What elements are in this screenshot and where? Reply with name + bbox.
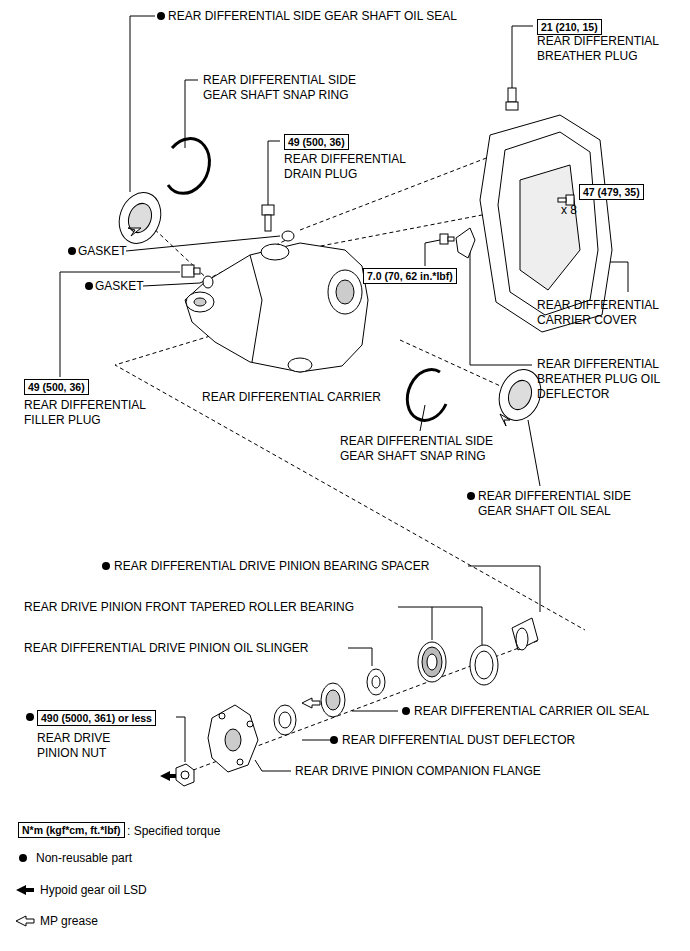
leader-line (512, 26, 533, 88)
snap-ring (168, 139, 209, 194)
leader-line (255, 760, 291, 771)
leader-line (176, 717, 185, 762)
torque-box: 7.0 (70, 62 in.*lbf) (363, 268, 457, 284)
bearing-cup (470, 645, 498, 685)
grease-arrow-sample (16, 916, 34, 926)
oil-seal (112, 187, 167, 250)
part-label: REAR DIFFERENTIAL DRIVE PINION BEARING S… (114, 559, 429, 574)
leader-line (425, 240, 440, 266)
companion-flange (208, 705, 258, 772)
leader-line (420, 405, 425, 431)
leader-line (468, 566, 540, 612)
part-label: REAR DIFFERENTIAL CARRIER OIL SEAL (414, 704, 649, 719)
leader-line (130, 16, 155, 192)
torque-value: 49 (500, 36) (288, 135, 345, 149)
torque-box: 49 (500, 36) (24, 379, 89, 395)
part-label: REAR DIFFERENTIAL DUST DEFLECTOR (342, 733, 575, 748)
bearing-spacer (512, 618, 538, 650)
part-label: REAR DRIVE PINION FRONT TAPERED ROLLER B… (24, 600, 354, 615)
torque-box: 21 (210, 15) (537, 19, 602, 35)
part-label: GASKET (78, 244, 127, 259)
part-label: REAR DIFFERENTIAL FILLER PLUG (24, 398, 172, 428)
differential-carrier (185, 243, 368, 372)
deflector-bolt (440, 234, 454, 244)
leader-line (143, 283, 200, 286)
pinion-nut (176, 764, 194, 786)
legend-text: MP grease (40, 914, 98, 929)
quantity-label: x 8 (561, 203, 577, 218)
torque-value: 47 (479, 35) (583, 185, 640, 199)
part-label: REAR DIFFERENTIAL CARRIER (202, 390, 381, 405)
torque-value: N*m (kgf*cm, ft.*lbf) (22, 823, 121, 837)
part-label: REAR DIFFERENTIAL SIDE GEAR SHAFT SNAP R… (340, 434, 522, 464)
oil-arrow (160, 771, 176, 781)
grease-arrow (500, 414, 510, 426)
torque-box: N*m (kgf*cm, ft.*lbf) (18, 822, 125, 838)
legend-text: Non-reusable part (36, 851, 132, 866)
grease-arrow (302, 698, 320, 708)
breather-plug (506, 88, 518, 110)
gasket (203, 276, 213, 288)
part-label: REAR DIFFERENTIAL DRAIN PLUG (284, 152, 432, 182)
oil-deflector (456, 228, 475, 258)
torque-box: 49 (500, 36) (284, 134, 349, 150)
part-label: GASKET (95, 279, 144, 294)
part-label: REAR DIFFERENTIAL BREATHER PLUG (537, 34, 685, 64)
grease-arrow (128, 228, 141, 236)
part-label: REAR DIFFERENTIAL SIDE GEAR SHAFT OIL SE… (168, 9, 457, 24)
carrier-oil-seal (321, 683, 345, 717)
torque-box: 47 (479, 35) (579, 184, 644, 200)
part-label: REAR DIFFERENTIAL BREATHER PLUG OIL DEFL… (537, 357, 687, 402)
torque-value: 49 (500, 36) (28, 380, 85, 394)
gasket (282, 231, 294, 241)
filler-plug (182, 265, 200, 277)
leader-line (398, 607, 482, 608)
part-label: REAR DRIVE PINION NUT (37, 731, 137, 761)
leader-line (60, 272, 180, 377)
oil-arrow-sample (16, 885, 34, 895)
leader-line (352, 711, 398, 712)
dust-deflector (274, 705, 296, 735)
part-label: REAR DIFFERENTIAL CARRIER COVER (537, 298, 685, 328)
part-label: REAR DIFFERENTIAL DRIVE PINION OIL SLING… (24, 641, 309, 656)
torque-value: 21 (210, 15) (541, 20, 598, 34)
oil-slinger (367, 669, 385, 695)
torque-value: 490 (5000, 361) or less (41, 711, 152, 725)
torque-box: 490 (5000, 361) or less (37, 710, 156, 726)
leader-line (268, 141, 280, 205)
leader-line (482, 607, 483, 645)
part-label: REAR DIFFERENTIAL SIDE GEAR SHAFT SNAP R… (203, 73, 385, 103)
legend-text: Hypoid gear oil LSD (40, 883, 147, 898)
leader-line (610, 262, 628, 292)
part-label: REAR DIFFERENTIAL SIDE GEAR SHAFT OIL SE… (478, 489, 668, 519)
part-label: REAR DRIVE PINION COMPANION FLANGE (295, 764, 541, 779)
leader-line (348, 648, 372, 666)
tapered-bearing (418, 642, 446, 682)
snap-ring (407, 370, 446, 421)
leader-line (528, 420, 540, 486)
legend-text: : Specified torque (127, 824, 220, 839)
torque-value: 7.0 (70, 62 in.*lbf) (367, 269, 453, 283)
leader-line (432, 607, 433, 640)
drain-plug (262, 205, 274, 231)
